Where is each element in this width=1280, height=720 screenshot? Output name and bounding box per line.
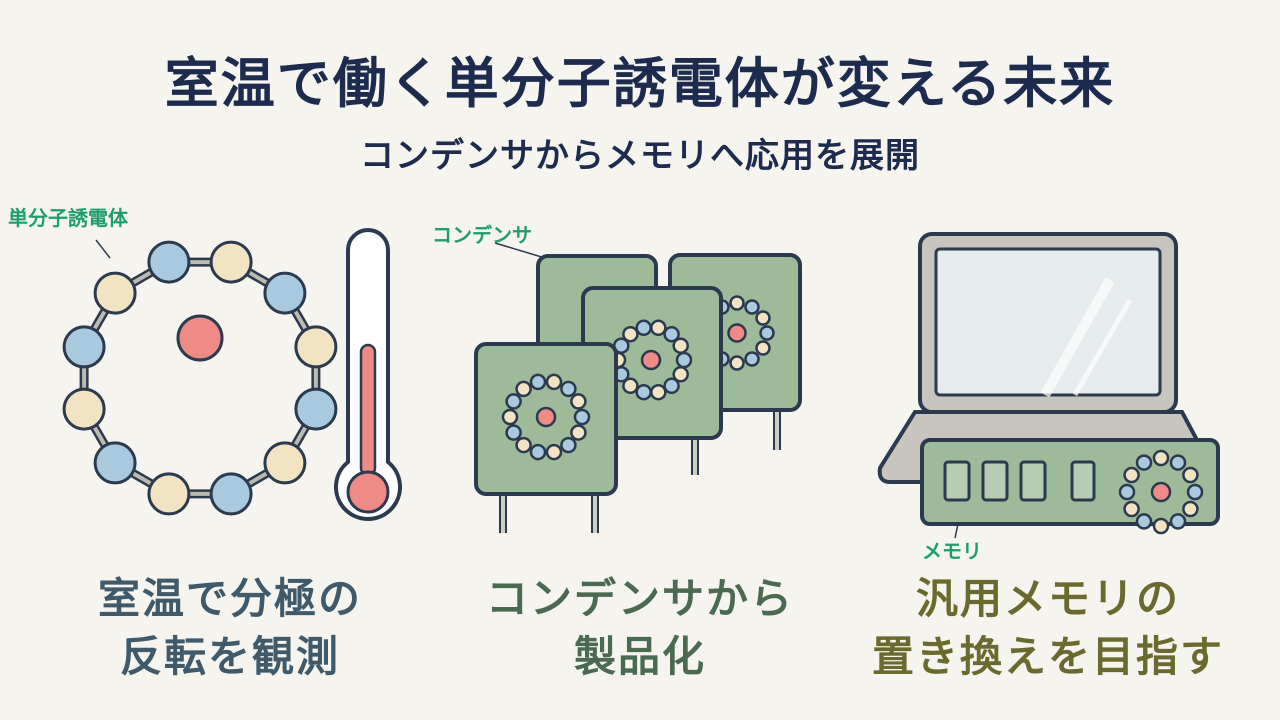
molecule-ring-icon [62,239,338,516]
rosette-bead [729,355,745,371]
memory-chip [943,460,971,502]
capacitor-stack-icon [474,242,802,533]
rosette-bead [635,319,652,337]
rosette-bead [515,380,532,398]
rosette-bead [672,366,689,383]
memory-chip [981,460,1009,502]
rosette-bead [672,337,689,354]
rosette-bead [744,351,760,367]
rosette-center [727,323,747,343]
rosette-bead [1135,513,1153,530]
caption-capacitor: コンデンサから 製品化 [440,570,840,686]
rosette-bead [663,377,680,395]
rosette-bead [650,319,667,337]
molecule-bead [209,240,253,284]
rosette-bead [545,443,563,461]
rosette-bead [505,424,522,441]
memory-chip [1070,460,1096,502]
rosette-bead [515,436,532,454]
rosette-bead [755,310,771,326]
rosette-bead [729,295,745,311]
rosette-bead [744,299,760,315]
molecule-bead [62,325,106,369]
rosette-bead [1152,517,1170,535]
label-molecule: 単分子誘電体 [8,206,128,230]
page-subtitle: コンデンサからメモリへ応用を展開 [360,136,920,176]
rosette-bead [570,393,587,410]
rosette-bead [560,436,577,454]
caption-line: コンデンサから [485,574,794,623]
caption-line: 製品化 [573,632,706,681]
molecule-bead [62,387,106,431]
memory-module-icon [920,438,1220,539]
label-memory: メモリ [922,539,982,563]
memory-chip [1019,460,1047,502]
rosette-bead [573,408,591,426]
molecule-bead [294,325,338,369]
rosette-bead [570,424,587,441]
rosette-bead [622,377,639,395]
rosette-bead [1135,454,1153,471]
molecule-bead [93,441,137,485]
molecule-bead [294,387,338,431]
caption-line: 汎用メモリの [915,574,1180,623]
rosette-bead [759,325,775,341]
rosette-bead [635,383,652,401]
rosette-bead [622,325,639,343]
rosette-bead [675,351,693,369]
molecule-bead [263,441,307,485]
rosette-bead [1123,466,1140,484]
rosette-bead [545,373,563,391]
rosette-bead [1182,500,1199,518]
capacitor-board [581,286,723,475]
caption-line: 反転を観測 [119,632,340,681]
caption-memory: 汎用メモリの 置き換えを目指す [848,570,1248,686]
rosette-center [640,349,662,371]
thermometer-icon [334,228,402,521]
rosette-bead [1118,483,1136,501]
rosette-bead [1169,454,1187,471]
rosette-bead [650,383,667,401]
page-title: 室温で働く単分子誘電体が変える未来 [164,52,1116,115]
caption-line: 置き換えを目指す [871,632,1224,681]
molecule-bead [263,271,307,315]
rosette-bead [755,340,771,356]
rosette-bead [1152,449,1170,467]
caption-room-temperature: 室温で分極の 反転を観測 [30,570,430,686]
molecule-center-icon [176,314,224,362]
rosette-bead [501,408,519,426]
rosette-bead [1169,513,1187,530]
molecule-bead [147,240,191,284]
label-capacitor: コンデンサ [432,223,532,247]
rosette-bead [1123,500,1140,518]
rosette-center [535,406,557,428]
rosette-center [1150,481,1172,503]
molecule-bead [209,472,253,516]
rosette-bead [1182,466,1199,484]
molecule-bead [93,271,137,315]
rosette-bead [560,380,577,398]
caption-line: 室温で分極の [97,574,362,623]
molecule-bead [147,472,191,516]
rosette-bead [663,325,680,343]
rosette-bead [1186,483,1204,501]
rosette-bead [505,393,522,410]
rosette-bead [529,373,547,391]
capacitor-board [474,342,618,533]
rosette-bead [529,443,547,461]
